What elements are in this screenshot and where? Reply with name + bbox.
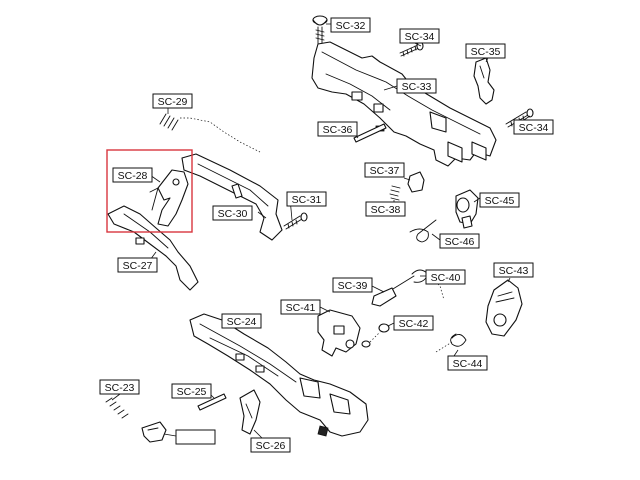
svg-text:SC-34: SC-34 <box>405 31 435 43</box>
label-sc27: SC-27 <box>117 257 158 273</box>
label-sc44: SC-44 <box>447 355 488 371</box>
svg-text:SC-30: SC-30 <box>218 208 248 220</box>
part-sc23-spring <box>105 397 129 419</box>
svg-text:SC-24: SC-24 <box>227 316 257 328</box>
svg-text:SC-23: SC-23 <box>105 382 135 394</box>
svg-text:SC-46: SC-46 <box>445 236 475 248</box>
label-sc37: SC-37 <box>364 162 405 178</box>
part-sc41-block <box>317 309 361 357</box>
label-sc41: SC-41 <box>280 299 321 315</box>
part-sc31-screw <box>283 212 308 230</box>
part-sc43-hammer <box>485 279 523 337</box>
label-sc29: SC-29 <box>152 93 193 109</box>
part-sc45-cylinder <box>455 189 479 229</box>
svg-text:SC-45: SC-45 <box>485 195 515 207</box>
svg-text:SC-38: SC-38 <box>371 204 401 216</box>
label-sc28: SC-28 <box>112 167 153 183</box>
svg-text:SC-31: SC-31 <box>292 194 322 206</box>
part-sc25-pin <box>197 393 227 411</box>
svg-text:SC-36: SC-36 <box>323 124 353 136</box>
part-sc44-spring <box>435 333 467 353</box>
label-sc25: SC-25 <box>171 383 212 399</box>
part-sc36-pin <box>353 123 387 143</box>
part-sc34-screw-right <box>505 108 534 128</box>
part-sc29-spring <box>159 113 261 153</box>
svg-text:SC-26: SC-26 <box>256 440 286 452</box>
part-sc24-frame <box>189 313 369 437</box>
label-sc24: SC-24 <box>221 313 262 329</box>
label-sc33: SC-33 <box>396 78 437 94</box>
label-sc36: SC-36 <box>317 121 358 137</box>
part-sc34-screw-upper <box>399 41 424 57</box>
label-sc38: SC-38 <box>365 201 406 217</box>
part-sc42-nut <box>361 323 390 348</box>
part-sc27-trigger-bar <box>107 205 199 291</box>
part-sc46-spring <box>409 219 437 243</box>
part-sc26-lever <box>239 389 261 435</box>
part-sc33-housing <box>311 41 497 167</box>
label-sc42: SC-42 <box>393 315 434 331</box>
svg-text:SC-43: SC-43 <box>499 265 529 277</box>
svg-text:SC-33: SC-33 <box>402 81 432 93</box>
part-sc22-plunger <box>141 421 167 443</box>
label-sc32: SC-32 <box>330 17 371 33</box>
svg-text:SC-28: SC-28 <box>118 170 148 182</box>
label-sc30: SC-30 <box>212 205 253 221</box>
svg-text:SC-41: SC-41 <box>286 302 316 314</box>
label-sc34-upper: SC-34 <box>399 28 440 44</box>
label-sc23: SC-23 <box>99 379 140 395</box>
svg-text:SC-44: SC-44 <box>453 358 483 370</box>
svg-text:SC-27: SC-27 <box>123 260 153 272</box>
label-sc46: SC-46 <box>439 233 480 249</box>
label-sc34-right: SC-34 <box>513 119 554 135</box>
svg-text:SC-29: SC-29 <box>158 96 188 108</box>
label-sc31: SC-31 <box>286 191 327 207</box>
part-sc35-bracket <box>473 57 495 105</box>
svg-text:SC-40: SC-40 <box>431 272 461 284</box>
svg-text:SC-39: SC-39 <box>338 280 368 292</box>
part-sc38-spring <box>389 185 401 201</box>
label-sc40: SC-40 <box>425 269 466 285</box>
label-sc35: SC-35 <box>465 43 506 59</box>
part-sc32-screw <box>312 15 328 45</box>
part-sc28-trigger <box>149 169 189 227</box>
svg-text:SC-35: SC-35 <box>471 46 501 58</box>
svg-text:SC-34: SC-34 <box>519 122 549 134</box>
label-sc43: SC-43 <box>493 262 534 278</box>
label-sc22 <box>175 429 216 445</box>
svg-text:SC-42: SC-42 <box>399 318 429 330</box>
part-sc37-block <box>407 171 425 193</box>
label-sc39: SC-39 <box>332 277 373 293</box>
svg-text:SC-37: SC-37 <box>370 165 400 177</box>
label-sc45: SC-45 <box>479 192 520 208</box>
highlight-box-sc28 <box>106 149 193 233</box>
svg-text:SC-32: SC-32 <box>336 20 366 32</box>
part-sc30-lever <box>181 153 283 241</box>
label-sc26: SC-26 <box>250 437 291 453</box>
svg-text:SC-25: SC-25 <box>177 386 207 398</box>
